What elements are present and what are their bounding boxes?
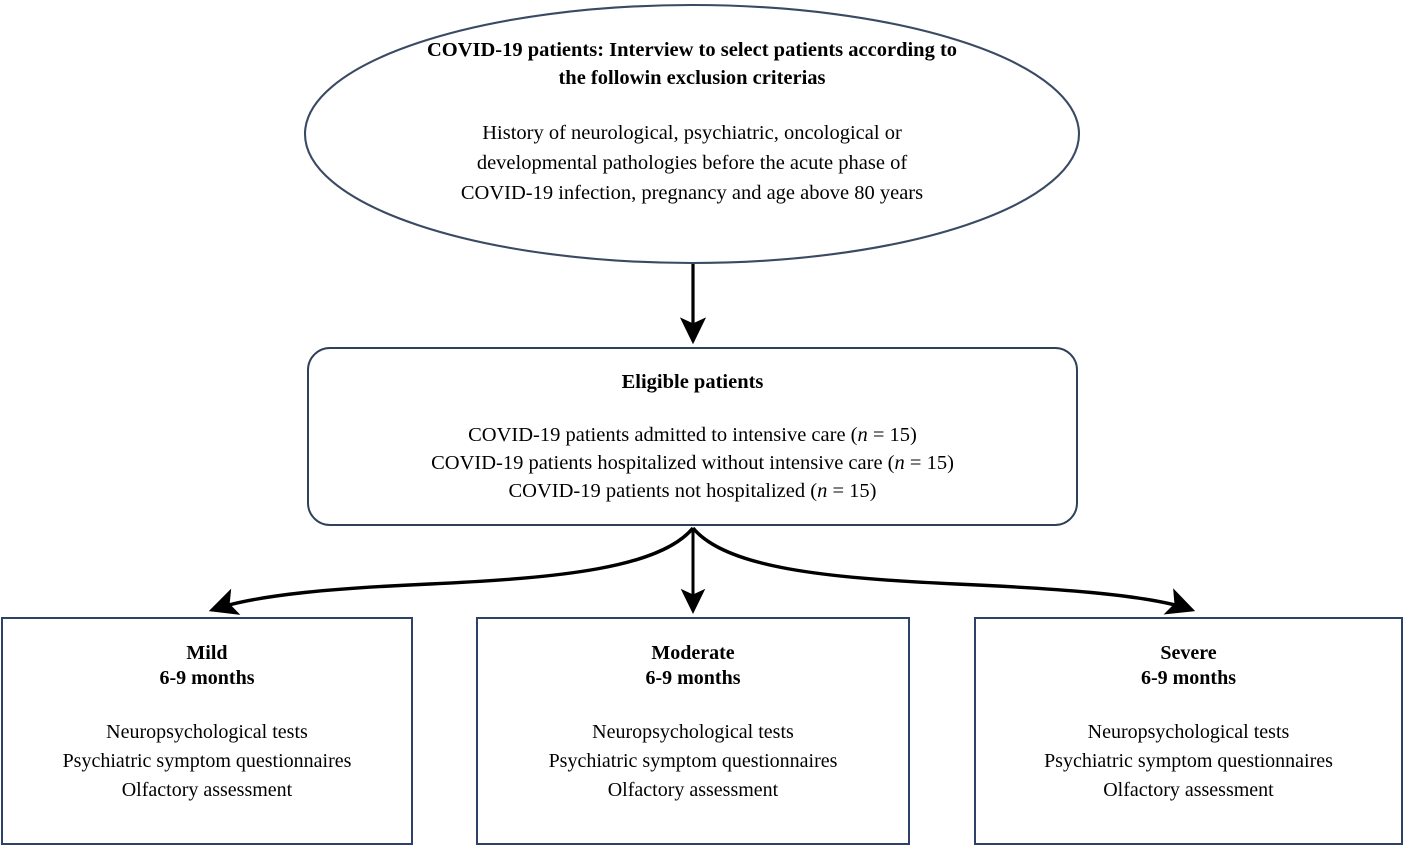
connector-eligible-to-severe — [691, 526, 1196, 615]
eligible-patients-node: Eligible patients COVID-19 patients admi… — [307, 347, 1078, 526]
ellipse-body-line: developmental pathologies before the acu… — [476, 152, 908, 174]
eligible-row-count: = 15) — [827, 480, 877, 502]
outcome-item: Olfactory assessment — [121, 779, 293, 801]
outcome-timeframe: 6-9 months — [159, 667, 255, 689]
connector-eligible-to-mild — [208, 526, 695, 615]
eligible-row-n: n — [857, 424, 868, 446]
ellipse-body-line: COVID-19 infection, pregnancy and age ab… — [460, 182, 924, 204]
outcome-severity: Mild — [186, 642, 228, 664]
ellipse-node: COVID-19 patients: Interview to select p… — [304, 4, 1080, 264]
outcome-node-mild: Mild 6-9 months Neuropsychological tests… — [1, 617, 413, 845]
eligible-row-n: n — [894, 452, 905, 474]
outcome-assessments: Neuropsychological tests Psychiatric sym… — [1044, 718, 1333, 805]
eligible-row: COVID-19 patients hospitalized without i… — [431, 449, 954, 477]
outcome-item: Olfactory assessment — [1103, 779, 1274, 801]
outcome-timeframe: 6-9 months — [645, 667, 741, 689]
eligible-row-text: COVID-19 patients not hospitalized ( — [508, 480, 818, 502]
outcome-assessments: Neuropsychological tests Psychiatric sym… — [549, 718, 838, 805]
outcome-item: Neuropsychological tests — [592, 721, 794, 743]
ellipse-body-line: History of neurological, psychiatric, on… — [482, 122, 902, 144]
eligible-row-text: COVID-19 patients hospitalized without i… — [431, 452, 895, 474]
outcome-title: Severe 6-9 months — [1141, 641, 1236, 691]
outcome-timeframe: 6-9 months — [1140, 667, 1236, 689]
eligible-patients-title: Eligible patients — [621, 371, 764, 393]
eligible-row-count: = 15) — [904, 452, 954, 474]
ellipse-title: COVID-19 patients: Interview to select p… — [426, 39, 958, 89]
outcome-assessments: Neuropsychological tests Psychiatric sym… — [63, 718, 352, 805]
outcome-item: Neuropsychological tests — [106, 721, 308, 743]
outcome-title: Moderate 6-9 months — [645, 641, 740, 691]
eligible-patients-body: COVID-19 patients admitted to intensive … — [431, 421, 954, 505]
outcome-title: Mild 6-9 months — [159, 641, 254, 691]
outcome-severity: Severe — [1160, 642, 1217, 664]
ellipse-body: History of neurological, psychiatric, on… — [407, 118, 977, 208]
eligible-row: COVID-19 patients not hospitalized (n = … — [431, 477, 954, 505]
outcome-item: Neuropsychological tests — [1087, 721, 1290, 743]
outcome-node-severe: Severe 6-9 months Neuropsychological tes… — [974, 617, 1403, 845]
outcome-severity: Moderate — [651, 642, 735, 664]
eligible-row: COVID-19 patients admitted to intensive … — [431, 421, 954, 449]
outcome-item: Psychiatric symptom questionnaires — [62, 750, 352, 772]
eligible-row-n: n — [817, 480, 828, 502]
outcome-item: Psychiatric symptom questionnaires — [548, 750, 838, 772]
outcome-node-moderate: Moderate 6-9 months Neuropsychological t… — [476, 617, 910, 845]
eligible-row-text: COVID-19 patients admitted to intensive … — [468, 424, 858, 446]
outcome-item: Olfactory assessment — [607, 779, 779, 801]
eligible-row-count: = 15) — [867, 424, 917, 446]
outcome-item: Psychiatric symptom questionnaires — [1044, 750, 1333, 772]
